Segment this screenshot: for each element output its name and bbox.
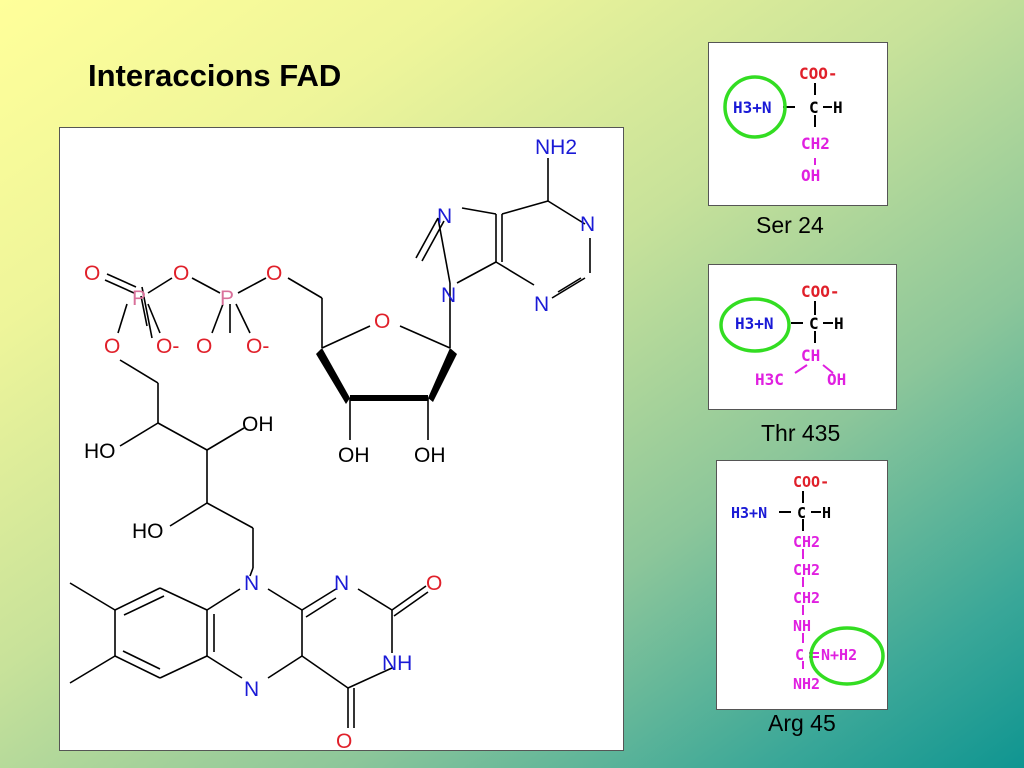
fad-bonds [69, 158, 591, 728]
atom-hydroxyl: HO [84, 440, 116, 463]
atom-phosphorus: P [220, 287, 234, 310]
atom-imide: NH [382, 652, 412, 675]
atom-oxygen: O [84, 262, 100, 285]
atom-oxygen: O [266, 262, 282, 285]
arg-45-caption: Arg 45 [768, 710, 836, 736]
atom-oxygen: O [196, 335, 212, 358]
thr-bonds [791, 301, 833, 343]
carboxyl-group: COO- [793, 473, 829, 491]
fad-atom-labels: O P O P O O O- O O- O HO OH HO OH OH N N… [84, 136, 595, 753]
highlight-ring [723, 75, 787, 139]
guanidino-carbon: C [795, 646, 804, 664]
alpha-carbon: C [809, 314, 819, 333]
ser-24-panel: COO- H3+N C H CH2 OH [708, 42, 888, 206]
atom-oxygen: O [173, 262, 189, 285]
ser-structure: COO- H3+N C H CH2 OH [723, 64, 843, 185]
side-chain-oh: OH [801, 166, 820, 185]
alpha-hydrogen: H [822, 504, 831, 522]
alpha-hydrogen: H [833, 98, 843, 117]
side-chain-methyl: H3C [755, 370, 784, 389]
side-chain-oh: OH [827, 370, 846, 389]
atom-phosphorus: P [132, 287, 146, 310]
ser-24-caption: Ser 24 [756, 212, 824, 238]
highlight-ring [719, 297, 791, 353]
fad-structure-diagram: O P O P O O O- O O- O HO OH HO OH OH N N… [69, 136, 595, 753]
atom-amino: NH2 [535, 136, 577, 159]
highlight-ring [809, 626, 885, 686]
slide-title: Interaccions FAD [88, 58, 342, 93]
ribose-wedge-bond [316, 348, 350, 404]
amine-group: H3+N [735, 314, 774, 333]
side-chain-ch: CH [801, 346, 820, 365]
ribose-wedge-bond [428, 348, 457, 402]
alpha-hydrogen: H [834, 314, 844, 333]
atom-nitrogen: N [334, 572, 349, 595]
side-chain-ch2: CH2 [801, 134, 830, 153]
atom-oxygen: O [426, 572, 442, 595]
atom-nitrogen: N [437, 205, 452, 228]
alpha-carbon: C [809, 98, 819, 117]
atom-hydroxyl: OH [414, 444, 446, 467]
arg-structure: COO- H3+N C H CH2 CH2 CH2 NH C N+H2 NH2 [731, 473, 885, 693]
amine-group: H3+N [731, 504, 767, 522]
carboxyl-group: COO- [799, 64, 838, 83]
ser-bonds [783, 83, 832, 127]
guanidino-nh2-plus: N+H2 [821, 646, 857, 664]
fad-structure-panel: O P O P O O O- O O- O HO OH HO OH OH N N… [59, 127, 624, 753]
atom-hydroxyl: HO [132, 520, 164, 543]
atom-hydroxyl: OH [242, 413, 274, 436]
atom-oxygen-minus: O- [156, 335, 179, 358]
side-chain-ch2: CH2 [793, 533, 820, 551]
thr-structure: COO- H3+N C H CH H3C OH [719, 282, 846, 389]
carboxyl-group: COO- [801, 282, 840, 301]
atom-oxygen: O [336, 730, 352, 750]
arg-bonds [779, 491, 821, 531]
thr-435-caption: Thr 435 [761, 420, 841, 446]
atom-oxygen: O [104, 335, 120, 358]
atom-hydroxyl: OH [338, 444, 370, 467]
side-chain-ch2: CH2 [793, 589, 820, 607]
thr-side-bonds [794, 364, 834, 374]
arg-45-panel: COO- H3+N C H CH2 CH2 CH2 NH C N+H2 NH2 [716, 460, 888, 710]
atom-nitrogen: N [580, 213, 595, 236]
atom-nitrogen: N [441, 284, 456, 307]
side-chain-nh: NH [793, 617, 811, 635]
side-chain-ch2: CH2 [793, 561, 820, 579]
amine-group: H3+N [733, 98, 772, 117]
atom-nitrogen: N [534, 293, 549, 316]
thr-435-panel: COO- H3+N C H CH H3C OH [708, 264, 897, 410]
atom-nitrogen: N [244, 572, 259, 595]
alpha-carbon: C [797, 504, 806, 522]
atom-oxygen-minus: O- [246, 335, 269, 358]
guanidino-nh2: NH2 [793, 675, 820, 693]
atom-oxygen: O [374, 310, 390, 333]
atom-nitrogen: N [244, 678, 259, 701]
